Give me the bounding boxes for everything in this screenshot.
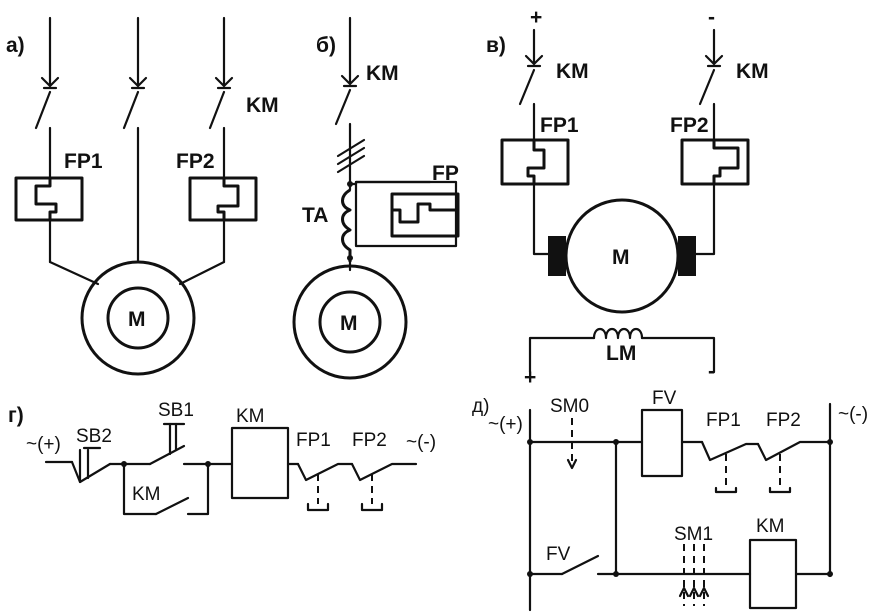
panel-d-fv-coil-label: FV [652, 388, 677, 409]
panel-d-fp2-contact: FP2 [756, 410, 832, 494]
panel-a-contact-right [208, 16, 234, 180]
panel-d-fv-contact-label: FV [546, 544, 571, 565]
panel-g-sb1-label: SB1 [158, 400, 194, 421]
panel-b-three-phase-mark [336, 138, 366, 174]
panel-v-dc-motor: в) + - KM KM FP1 FP2 [486, 6, 769, 389]
panel-v-fp2-relay: FP2 [670, 114, 750, 186]
panel-b-fp-label: FP [432, 162, 459, 185]
panel-a-fp1-relay: FP1 [14, 150, 103, 222]
panel-g-km-contact-label: KM [132, 484, 161, 505]
panel-a-motor: M [80, 260, 196, 376]
panel-g-km-coil-label: KM [236, 406, 265, 427]
panel-v-tag: в) [486, 34, 506, 57]
panel-b-motor-label: M [340, 312, 358, 335]
panel-b-km-label: KM [366, 62, 399, 85]
panel-d-km-coil: KM [748, 516, 798, 610]
panel-g-supply-left: ~(+) [26, 434, 61, 455]
panel-v-fp1-relay: FP1 [500, 114, 579, 186]
panel-v-contact-right [698, 28, 724, 142]
panel-g-km-coil: KM [230, 406, 290, 500]
panel-g-fp2-contact: FP2 [350, 430, 418, 512]
panel-b-current-transformer: б) KM TA FP [292, 16, 460, 380]
panel-d-sm1-switch: SM1 [674, 524, 713, 606]
panel-b-ta-coil: TA [302, 181, 353, 262]
panel-v-field-plus-label: + [524, 366, 536, 389]
panel-v-field-minus-label: - [708, 360, 715, 383]
panel-v-contact-left [518, 28, 544, 142]
panel-v-plus-label: + [530, 6, 542, 29]
panel-d-sm0-switch: SM0 [550, 396, 589, 470]
panel-g-fp1-contact: FP1 [296, 430, 354, 512]
panel-d-fp2-label: FP2 [766, 410, 801, 431]
panel-d-fp1-label: FP1 [706, 410, 741, 431]
panel-v-motor-label: M [612, 246, 630, 269]
panel-a-fp2-relay: FP2 [176, 150, 258, 222]
panel-d-sm1-label: SM1 [674, 524, 713, 545]
panel-v-fp1-label: FP1 [540, 114, 579, 137]
panel-g-fp1-label: FP1 [296, 430, 331, 451]
panel-d-fp1-contact: FP1 [700, 410, 760, 494]
panel-v-brush-right [678, 236, 696, 276]
panel-v-km-right-label: KM [736, 60, 769, 83]
panel-g-control-circuit: г) ~(+) ~(-) SB2 SB1 [8, 400, 436, 516]
panel-a-tag: а) [6, 34, 25, 57]
panel-b-ta-label: TA [302, 204, 328, 227]
panel-g-sb2-stop-button: SB2 [44, 426, 126, 484]
panel-a-three-phase-motor: а) KM FP1 [6, 16, 279, 376]
panel-v-field-winding: LM + - [524, 327, 716, 389]
panel-g-fp2-label: FP2 [352, 430, 387, 451]
panel-d-fv-coil: FV [640, 388, 684, 478]
panel-g-supply-right: ~(-) [406, 432, 436, 453]
panel-b-motor: M [292, 264, 408, 380]
panel-b-fp-relay: FP [348, 162, 460, 248]
panel-d-tag: д) [472, 396, 489, 417]
panel-g-sb1-start-button: SB1 [122, 400, 210, 466]
panel-v-km-left-label: KM [556, 60, 589, 83]
panel-a-km-label: KM [246, 94, 279, 117]
panel-d-supply-right: ~(-) [838, 404, 868, 425]
panel-v-fp2-label: FP2 [670, 114, 709, 137]
panel-g-km-hold-contact: KM [122, 462, 210, 516]
panel-d-fv-contact: FV [528, 544, 618, 576]
panel-d-sm0-label: SM0 [550, 396, 589, 417]
panel-d-km-coil-label: KM [756, 516, 785, 537]
panel-d-control-circuit: д) ~(+) ~(-) SM0 FV FP1 FP2 [472, 388, 868, 612]
panel-d-supply-left: ~(+) [488, 414, 523, 435]
panel-v-motor: M [548, 198, 696, 314]
panel-v-minus-label: - [708, 6, 715, 29]
panel-a-contact-left [34, 16, 60, 180]
panel-v-brush-left [548, 236, 566, 276]
panel-v-field-label: LM [606, 342, 636, 365]
panel-a-motor-label: M [128, 308, 146, 331]
panel-g-tag: г) [8, 404, 24, 427]
panel-b-tag: б) [316, 34, 336, 57]
panel-a-fp2-label: FP2 [176, 150, 215, 173]
panel-g-sb2-label: SB2 [76, 426, 112, 447]
panel-a-fp1-label: FP1 [64, 150, 103, 173]
panel-a-contact-middle [122, 16, 148, 264]
